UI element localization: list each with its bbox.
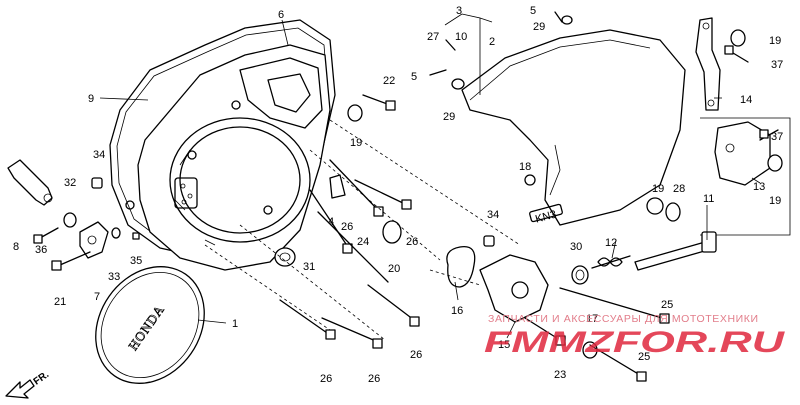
- callout-14: 14: [740, 94, 752, 106]
- callout-19d: 19: [769, 195, 781, 207]
- callout-4: 4: [328, 216, 334, 228]
- main-cover-part-6: [125, 44, 331, 271]
- pipe-part-8: [7, 159, 53, 206]
- callout-30: 30: [570, 241, 582, 253]
- shaft-part-11: [634, 231, 717, 271]
- washer-part-33: [111, 227, 121, 239]
- part-stamp-label: KN3: [534, 208, 558, 225]
- callout-28: 28: [673, 183, 685, 195]
- grommet-part-20: [382, 220, 402, 244]
- bracket-part-13: [714, 121, 771, 186]
- watermark-tagline: ЗАПЧАСТИ И АКСЕССУАРЫ ДЛЯ МОТОТЕХНИКИ: [488, 313, 759, 325]
- callout-37b: 37: [771, 131, 783, 143]
- callout-18: 18: [519, 161, 531, 173]
- grommet-part-19d: [767, 154, 783, 172]
- callout-6: 6: [278, 9, 284, 21]
- callout-5a: 5: [411, 71, 417, 83]
- callout-numbers: 1 2 3 4 5 5 6 7 8 9 10 11 12 13 14 15 16…: [13, 5, 783, 385]
- callout-20: 20: [388, 263, 400, 275]
- grommet-part-29b: [561, 15, 573, 25]
- callout-25a: 25: [661, 299, 673, 311]
- callout-13: 13: [753, 181, 765, 193]
- callout-19b: 19: [769, 35, 781, 47]
- bracket-group-frame: [700, 117, 791, 236]
- gasket-part-16: [446, 245, 476, 288]
- leader-lines: [99, 13, 761, 339]
- dowel-part-34b: [483, 235, 495, 247]
- callout-8: 8: [13, 241, 19, 253]
- elbow-part-7: [79, 221, 109, 259]
- callout-21: 21: [54, 296, 66, 308]
- callout-24: 24: [357, 236, 369, 248]
- side-cover-cap-part-1: HONDA: [95, 266, 205, 384]
- callout-1: 1: [232, 318, 238, 330]
- front-label: FR.: [32, 369, 52, 387]
- callout-26c: 26: [410, 349, 422, 361]
- bolts: [33, 11, 779, 382]
- collar-part-28: [665, 202, 681, 222]
- callout-29a: 29: [443, 111, 455, 123]
- clip-part-4: [329, 174, 346, 199]
- callout-22: 22: [383, 75, 395, 87]
- callout-36: 36: [35, 244, 47, 256]
- callout-17: 17: [586, 313, 598, 325]
- callout-33: 33: [108, 271, 120, 283]
- front-direction-indicator: FR.: [5, 369, 52, 399]
- callout-16: 16: [451, 305, 463, 317]
- callout-10: 10: [455, 31, 467, 43]
- callout-5b: 5: [530, 5, 536, 17]
- callout-29b: 29: [533, 21, 545, 33]
- callout-7: 7: [94, 291, 100, 303]
- callout-26a: 26: [341, 221, 353, 233]
- alignment-lines: [204, 119, 521, 341]
- callout-26b: 26: [406, 236, 418, 248]
- bracket-part-14: [695, 17, 721, 111]
- callout-32: 32: [64, 177, 76, 189]
- spring-part-12: [591, 255, 631, 269]
- callout-26d: 26: [320, 373, 332, 385]
- spring-part-17: [582, 341, 598, 359]
- grommet-part-19a: [347, 104, 363, 122]
- watermark-logo: FMMZFOR.RU: [484, 326, 786, 359]
- o-ring-part-32: [63, 212, 77, 228]
- lever-assembly-part-15: [479, 254, 549, 323]
- grommet-part-29a: [451, 78, 465, 90]
- callout-37a: 37: [771, 59, 783, 71]
- watermark: ЗАПЧАСТИ И АКСЕССУАРЫ ДЛЯ МОТОТЕХНИКИ FM…: [484, 313, 786, 359]
- callout-31: 31: [303, 261, 315, 273]
- callout-35: 35: [130, 255, 142, 267]
- dowel-part-34a: [91, 177, 103, 189]
- callout-19a: 19: [350, 137, 362, 149]
- front-arrow-icon: [5, 379, 35, 399]
- oil-seal-part-31: [274, 247, 296, 267]
- callout-19c: 19: [652, 183, 664, 195]
- callout-15: 15: [498, 339, 510, 351]
- callout-34a: 34: [93, 149, 105, 161]
- oil-seal-part-30: [571, 265, 589, 285]
- callout-27: 27: [427, 31, 439, 43]
- outer-cover-part-2: KN3: [461, 29, 686, 226]
- pin-part-35: [132, 232, 140, 240]
- callout-11: 11: [703, 193, 714, 205]
- callout-9: 9: [88, 93, 94, 105]
- callout-2: 2: [489, 36, 495, 48]
- grommet-part-19b: [730, 29, 746, 47]
- callout-25b: 25: [638, 351, 650, 363]
- callout-3: 3: [456, 5, 462, 17]
- callout-34b: 34: [487, 209, 499, 221]
- callout-26e: 26: [368, 373, 380, 385]
- grommet-part-19c: [646, 197, 664, 215]
- callout-12: 12: [605, 237, 617, 249]
- callout-23: 23: [554, 369, 566, 381]
- collar-part-18: [524, 174, 536, 186]
